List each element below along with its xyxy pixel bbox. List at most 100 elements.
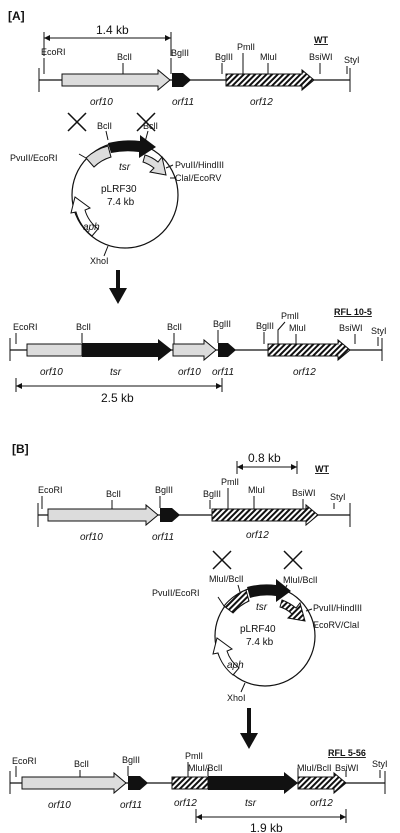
scale-label: 2.5 kb	[101, 391, 134, 405]
gene-orf12	[211, 503, 319, 527]
site-label: BglII	[215, 52, 233, 62]
site-label: StyI	[371, 326, 387, 336]
plasmid-orf10-arrow	[142, 154, 167, 176]
gene-label: orf12	[174, 798, 197, 809]
site-tick	[105, 130, 109, 141]
site-tick	[277, 321, 286, 344]
site-tick	[165, 164, 174, 169]
site-label: StyI	[330, 492, 346, 502]
gene-orf11	[128, 776, 148, 790]
site-label: EcoRI	[12, 756, 37, 766]
site-label: BsiWI	[309, 52, 333, 62]
gene-orf12	[225, 68, 315, 92]
integration-arrowhead	[240, 733, 258, 749]
site-label: BglII	[203, 489, 221, 499]
site-label: StyI	[344, 55, 360, 65]
gene-label: tsr	[110, 367, 122, 378]
plasmid-orf10-fragment	[85, 145, 112, 168]
plasmid-gene-label: aph	[227, 660, 244, 671]
gene-label: tsr	[245, 798, 257, 809]
plasmid-gene-label: aph	[83, 222, 100, 233]
plasmid-plrf40: tsr aph pLRF40 7.4 kb MluI/BclI MluI/Bcl…	[152, 574, 362, 703]
site-tick	[78, 153, 87, 159]
site-tick	[217, 596, 225, 607]
gene-label: orf10	[40, 367, 63, 378]
gene-orf10-fragment	[26, 343, 83, 357]
site-label: BclI	[167, 322, 182, 332]
site-label: PvuII/HindIII	[313, 603, 362, 613]
strain-label: WT	[314, 35, 328, 45]
crossover-x-mark	[212, 550, 232, 570]
gene-label: orf11	[212, 367, 234, 378]
gene-label: orf10	[178, 367, 201, 378]
plasmid-plrf30: tsr aph pLRF30 7.4 kb BclI BclI PvuII/Ec…	[10, 121, 224, 266]
scale-arrowheads	[237, 464, 297, 470]
gene-label: orf11	[172, 97, 194, 108]
integration-arrowhead	[109, 288, 127, 304]
site-label: EcoRI	[38, 485, 63, 495]
site-label: MluI/BclI	[283, 575, 318, 585]
site-label: BclI	[74, 759, 89, 769]
site-label: BclI	[76, 322, 91, 332]
scale-label: 0.8 kb	[248, 451, 281, 465]
site-label: PmlI	[221, 477, 239, 487]
gene-orf12-fragment	[171, 776, 209, 790]
site-label: BglII	[122, 755, 140, 765]
gene-tsr	[82, 339, 172, 361]
site-label: XhoI	[90, 256, 109, 266]
site-tick	[305, 608, 313, 612]
site-label: MluI	[289, 323, 306, 333]
plasmid-name: pLRF30	[101, 184, 137, 195]
scale-label: 1.4 kb	[96, 23, 129, 37]
scale-label: 1.9 kb	[250, 821, 283, 833]
panel-a-wt-map: 1.4 kb WT orf10 orf11 orf12 EcoRI BclI B…	[38, 23, 360, 108]
panel-b-label: [B]	[12, 442, 29, 456]
site-label: MluI/BclI	[297, 763, 332, 773]
gene-label: orf12	[250, 97, 273, 108]
site-tick	[103, 245, 109, 257]
site-label: BglII	[213, 319, 231, 329]
site-label: BsiWI	[292, 488, 316, 498]
plasmid-aph-arrow	[212, 637, 240, 676]
crossover-marks	[212, 550, 303, 570]
site-label: BclI	[143, 121, 158, 131]
strain-label: RFL 5-56	[328, 748, 366, 758]
gene-label: orf12	[293, 367, 316, 378]
site-label: MluI	[248, 485, 265, 495]
gene-orf10	[47, 503, 159, 527]
site-label: PmlI	[185, 751, 203, 761]
strain-label: RFL 10-5	[334, 307, 372, 317]
panel-b-wt-map: WT 0.8 kb orf10 orf11 orf12 EcoRI BclI B…	[37, 451, 351, 543]
site-label: PvuII/HindIII	[175, 160, 224, 170]
site-label: PmlI	[281, 311, 299, 321]
plasmid-tsr-arrow	[108, 135, 156, 158]
plasmid-orf12-arrow	[279, 599, 306, 622]
site-label: BglII	[171, 48, 189, 58]
site-label: ClaI/EcoRV	[175, 173, 221, 183]
gene-orf10	[61, 68, 171, 92]
panel-a-label: [A]	[8, 9, 25, 23]
site-label: MluI/BclI	[209, 574, 244, 584]
gene-label: orf10	[80, 532, 103, 543]
site-label: BglII	[155, 485, 173, 495]
plasmid-tsr-arrow	[247, 579, 291, 602]
site-label: EcoRI	[13, 322, 38, 332]
plasmid-aph-arrow	[70, 196, 99, 237]
panel-b-mutant-map: RFL 5-56 orf10 orf11 orf12 tsr orf12 Eco…	[9, 748, 388, 833]
gene-orf12	[267, 338, 351, 362]
site-label: BclI	[117, 52, 132, 62]
site-tick	[237, 584, 241, 593]
plasmid-size: 7.4 kb	[246, 637, 274, 648]
site-tick	[240, 682, 246, 693]
gene-orf12	[297, 771, 347, 795]
site-label: PvuII/EcoRI	[152, 588, 200, 598]
panel-a-mutant-map: RFL 10-5 orf10 tsr orf10 orf11 orf12 Eco…	[9, 307, 387, 405]
site-label: EcoRV/ClaI	[313, 620, 359, 630]
site-label: BglII	[256, 321, 274, 331]
site-label: StyI	[372, 759, 388, 769]
site-label: MluI	[260, 52, 277, 62]
site-label: XhoI	[227, 693, 246, 703]
site-tick	[283, 584, 288, 592]
site-label: MluI/BclI	[188, 763, 223, 773]
site-label: BsiWI	[335, 763, 359, 773]
